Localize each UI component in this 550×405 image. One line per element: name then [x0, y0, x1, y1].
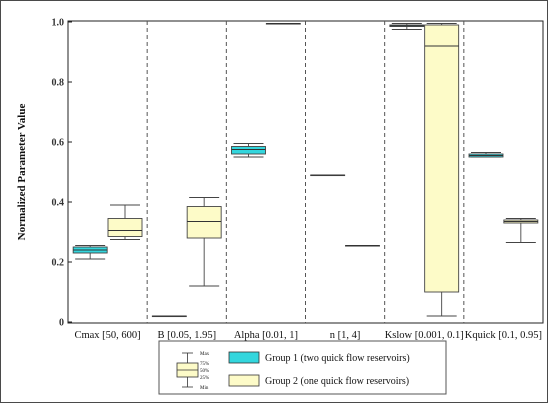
legend-box-key: Max 75% 50% 25% Min [176, 352, 210, 391]
box-iqr [424, 24, 460, 293]
box-series [72, 23, 539, 318]
box-plot-1-4 [310, 174, 346, 177]
box-plot-2-5 [424, 23, 460, 317]
x-category-label: B [0.05, 1.95] [157, 330, 216, 341]
y-tick-label: 0.2 [52, 258, 65, 269]
legend-swatch-group-1 [228, 351, 260, 364]
box-plot-1-5 [389, 23, 425, 30]
legend-swatch-group-2 [228, 374, 260, 387]
legend-key-q3: 75% [200, 362, 209, 367]
box-iqr [231, 146, 266, 155]
box-iqr [186, 206, 222, 239]
box-iqr [107, 218, 143, 237]
y-tick-label: 0 [59, 318, 64, 329]
box-plot-1-2 [151, 315, 187, 318]
legend-frame [158, 340, 447, 395]
legend-label-group-1: Group 1 (two quick flow reservoirs) [265, 353, 410, 364]
box-plot-1-3 [231, 143, 266, 158]
x-category-label: Alpha [0.01, 1] [234, 330, 298, 341]
box-plot-1-6 [468, 152, 504, 158]
box-plot-2-3 [265, 23, 301, 25]
legend-label-group-2: Group 2 (one quick flow reservoirs) [265, 376, 409, 387]
x-category-label: Kquick [0.1, 0.95] [465, 330, 542, 341]
y-tick-label: 1.0 [52, 18, 65, 29]
legend: Max 75% 50% 25% Min Group 1 (two quick f… [158, 340, 447, 395]
x-axis-labels: Cmax [50, 600] B [0.05, 1.95] Alpha [0.01,… [74, 330, 542, 341]
y-tick-label: 0.8 [52, 78, 65, 89]
y-tick-label: 0.6 [52, 138, 65, 149]
x-category-label: n [1, 4] [330, 330, 361, 341]
box-plot-2-2 [186, 197, 222, 287]
box-plot-2-6 [503, 218, 539, 243]
box-plot-1-1 [72, 245, 108, 260]
box-plot-2-4 [345, 245, 380, 247]
x-category-label: Cmax [50, 600] [74, 330, 140, 341]
y-axis-title: Normalized Parameter Value [16, 104, 28, 241]
x-category-label: Kslow [0.001, 0.1] [385, 330, 464, 341]
box-plot-2-1 [107, 204, 143, 240]
legend-key-max: Max [200, 352, 210, 357]
legend-key-q1: 25% [200, 376, 209, 381]
y-axis-ticks: 0 0.2 0.4 0.6 0.8 1.0 [52, 18, 72, 329]
category-separators [146, 21, 465, 323]
y-tick-label: 0.4 [52, 198, 65, 209]
legend-key-min: Min [200, 386, 209, 391]
legend-key-median: 50% [200, 369, 209, 374]
